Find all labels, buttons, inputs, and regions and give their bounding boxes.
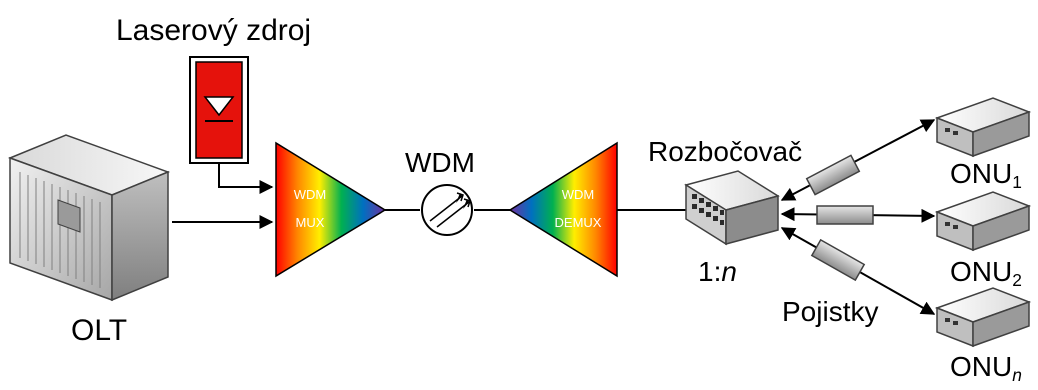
network-switch-icon (684, 170, 780, 246)
onu2-label: ONU2 (950, 258, 1022, 289)
fuse-icon (805, 154, 874, 282)
olt-label: OLT (71, 314, 128, 347)
split-ratio-var: n (721, 256, 737, 287)
mux-label-line1: WDM (293, 187, 327, 202)
onu-device-icon (934, 97, 1032, 348)
onu2-base: ONU (950, 256, 1013, 287)
onun-base: ONU (950, 351, 1013, 382)
mux-label-line2: MUX (295, 215, 325, 230)
connection-lines (172, 163, 686, 229)
onu2-sub: 2 (1012, 269, 1022, 290)
split-ratio-prefix: 1: (698, 256, 722, 287)
onu1-sub: 1 (1012, 171, 1022, 192)
wdm-demux (508, 141, 618, 278)
fuses-label: Pojistky (782, 296, 879, 327)
coupler-icon (421, 184, 473, 236)
split-ratio-label: 1:n (698, 258, 737, 286)
onu1-base: ONU (950, 158, 1013, 189)
onu1-label: ONU1 (950, 160, 1022, 191)
laser-source-icon (189, 56, 249, 164)
wdm-label: WDM (405, 147, 475, 178)
onun-sub-var: n (1012, 364, 1022, 385)
demux-label-line2: DEMUX (554, 215, 602, 230)
splitter-label: Rozbočovač (648, 136, 803, 167)
server-icon (7, 134, 171, 302)
onun-label: ONUn (950, 353, 1022, 384)
demux-label-line1: WDM (561, 187, 595, 202)
laser-source-label: Laserový zdroj (116, 14, 312, 47)
wdm-mux (275, 141, 387, 278)
onun-sub: n (1012, 365, 1022, 385)
